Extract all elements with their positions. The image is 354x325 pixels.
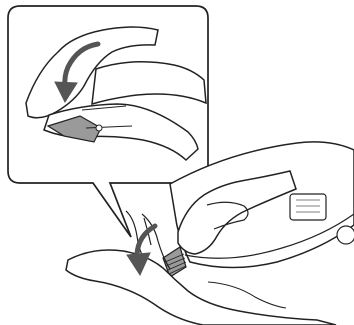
open-hand-palm [208, 282, 286, 308]
callout-screw [96, 125, 102, 131]
clipper-switch [290, 194, 326, 220]
clipper-button [337, 226, 354, 244]
